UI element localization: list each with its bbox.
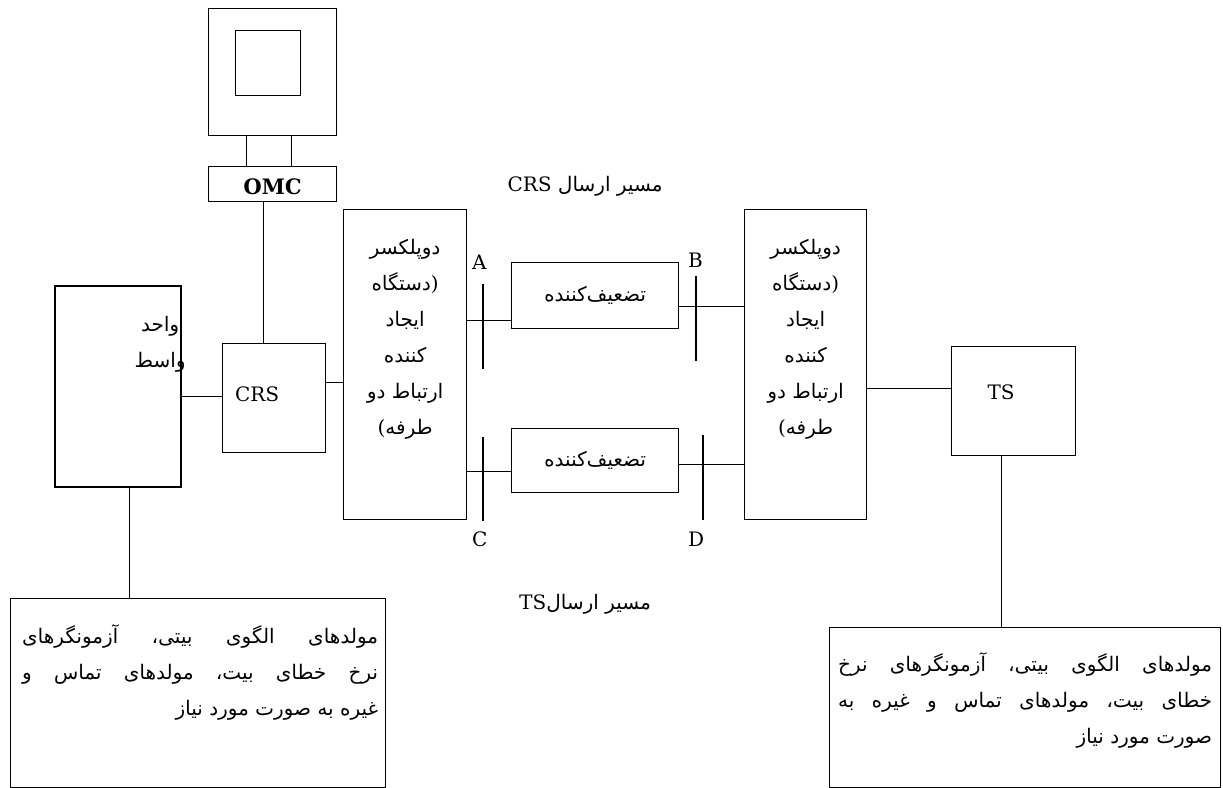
omc-to-crs-line [263,202,264,343]
duplexer-left-line: دوپلکسر [369,235,441,259]
attenuator-top-label: تضعیف‌کننده [544,282,646,306]
attenuator-bottom-to-duplexer-right-line [679,464,744,465]
omc-box [208,166,337,202]
ts-box [951,346,1076,456]
omc-stand-left [246,136,247,166]
path-top-label: مسیر ارسال CRS [507,172,663,196]
duplexer-left-to-attenuator-top-line [467,320,511,321]
duplexer-left-to-attenuator-bottom-line [467,471,511,472]
duplexer-left-label: دوپلکسر (دستگاه ایجاد کننده ارتباط دو طر… [343,229,467,445]
generators-right-text: مولدهای الگوی بیتی، آزمونگرهای نرخ خطای … [838,646,1212,754]
point-a-label: A [472,250,487,274]
duplexer-right-line: طرفه) [777,415,834,439]
attenuator-bottom-label: تضعیف‌کننده [544,447,646,471]
generators-right-line: صورت مورد نیاز [1076,724,1212,748]
crs-box [222,343,326,453]
duplexer-right-line: کننده [784,343,827,367]
point-d-label: D [688,527,705,551]
test-point-a-tick [482,284,484,369]
generators-right-box [829,627,1221,788]
ts-to-generators-line [1001,456,1002,627]
interface-unit-box [54,285,182,488]
path-bottom-label: مسیر ارسالTS [519,590,651,614]
duplexer-right-line: (دستگاه [771,271,840,295]
generators-left-line: نرخ خطای بیت، مولدهای تماس و [22,660,378,684]
crs-label: CRS [234,382,280,406]
duplexer-left-line: ایجاد [385,307,425,331]
generators-right-line: خطای بیت، مولدهای تماس و غیره به [838,688,1212,712]
ts-label: TS [987,380,1015,404]
duplexer-right-to-ts-line [867,388,951,389]
duplexer-left-line: ارتباط دو [366,379,444,403]
duplexer-right-label: دوپلکسر (دستگاه ایجاد کننده ارتباط دو طر… [744,229,867,445]
duplexer-left-box [343,209,467,520]
interface-unit-line: واسط [134,348,186,372]
duplexer-left-line: کننده [383,343,427,367]
test-point-d-tick [702,435,704,520]
duplexer-right-line: ارتباط دو [767,379,844,403]
omc-stand-right [291,136,292,166]
crs-to-duplexer-line [326,382,343,383]
generators-left-box [10,598,386,788]
duplexer-right-line: ایجاد [785,307,826,331]
interface-to-generators-line [129,488,130,598]
attenuator-top-box [511,262,679,329]
duplexer-left-line: طرفه) [377,415,433,439]
test-point-c-tick [482,437,484,521]
interface-to-crs-line [182,396,222,397]
interface-unit-label: واحد واسط [130,306,190,378]
omc-label: OMC [243,174,302,199]
duplexer-right-box [744,209,867,520]
generators-left-text: مولدهای الگوی بیتی، آزمونگرهای نرخ خطای … [22,618,378,726]
attenuator-top-to-duplexer-right-line [679,306,744,307]
generators-left-line: غیره به صورت مورد نیاز [175,696,379,720]
interface-unit-line: واحد [140,312,180,336]
test-point-b-tick [695,276,697,361]
point-b-label: B [688,248,703,272]
generators-left-line: مولدهای الگوی بیتی، آزمونگرهای [22,624,378,648]
duplexer-left-line: (دستگاه [371,271,439,295]
generators-right-line: مولدهای الگوی بیتی، آزمونگرهای نرخ [838,652,1212,676]
duplexer-right-line: دوپلکسر [770,235,841,259]
point-c-label: C [472,527,488,551]
attenuator-bottom-box [511,428,679,493]
omc-screen [235,30,301,96]
